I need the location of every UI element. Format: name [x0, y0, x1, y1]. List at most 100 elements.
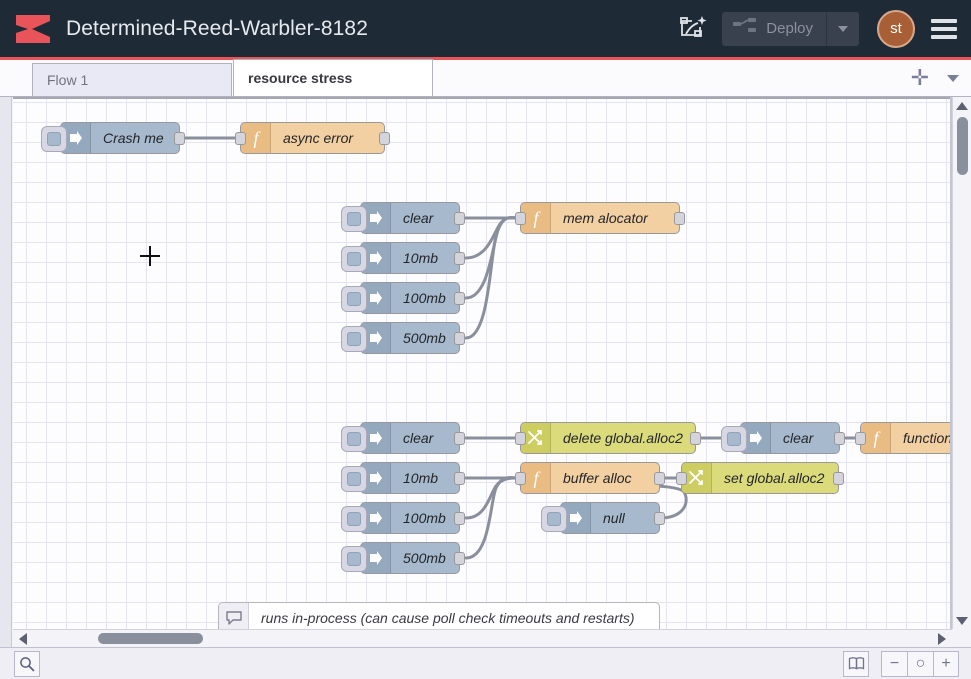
- node-n1[interactable]: Crash me: [60, 122, 180, 154]
- node-label: Crash me: [91, 130, 176, 146]
- inject-trigger-button[interactable]: [721, 426, 747, 452]
- node-output-port[interactable]: [454, 252, 465, 265]
- node-n7[interactable]: f mem alocator: [520, 202, 680, 234]
- horizontal-scrollbar[interactable]: [13, 629, 952, 647]
- inject-trigger-button[interactable]: [341, 326, 367, 352]
- node-red-logo-icon: [14, 12, 52, 46]
- node-input-port[interactable]: [235, 132, 246, 145]
- node-output-port[interactable]: [454, 292, 465, 305]
- tab-resource-stress[interactable]: resource stress: [233, 59, 433, 96]
- inject-trigger-button[interactable]: [41, 126, 67, 152]
- zoom-in-button[interactable]: +: [933, 651, 959, 677]
- node-label: async error: [271, 130, 365, 146]
- node-output-port[interactable]: [654, 512, 665, 525]
- inject-trigger-button[interactable]: [341, 206, 367, 232]
- node-output-port[interactable]: [454, 512, 465, 525]
- tab-actions: ✛: [911, 60, 971, 96]
- node-label: clear: [391, 430, 445, 446]
- tab-flow-1[interactable]: Flow 1: [32, 63, 232, 96]
- deploy-dropdown-toggle[interactable]: [827, 12, 859, 46]
- scroll-up-button[interactable]: [953, 97, 971, 114]
- node-label: 10mb: [391, 250, 450, 266]
- scroll-right-button[interactable]: [932, 633, 952, 645]
- node-input-port[interactable]: [515, 472, 526, 485]
- node-n8[interactable]: clear: [360, 422, 460, 454]
- header-actions: Deploy st: [670, 0, 971, 57]
- flow-diagram-sparkle-icon[interactable]: [670, 7, 716, 51]
- deploy-button[interactable]: Deploy: [722, 12, 859, 46]
- node-n17[interactable]: f function: [860, 422, 952, 454]
- vertical-scrollbar[interactable]: [952, 97, 971, 629]
- triangle-down-icon: [956, 617, 968, 625]
- inject-trigger-button[interactable]: [541, 506, 567, 532]
- inject-trigger-button[interactable]: [341, 426, 367, 452]
- chevron-down-icon: [838, 26, 848, 32]
- node-output-port[interactable]: [674, 212, 685, 225]
- node-input-port[interactable]: [676, 472, 687, 485]
- inject-trigger-button[interactable]: [341, 546, 367, 572]
- node-output-port[interactable]: [174, 132, 185, 145]
- node-output-port[interactable]: [379, 132, 390, 145]
- inject-trigger-button[interactable]: [341, 506, 367, 532]
- node-input-port[interactable]: [515, 212, 526, 225]
- node-output-port[interactable]: [454, 472, 465, 485]
- inject-trigger-button[interactable]: [341, 466, 367, 492]
- node-n10[interactable]: 100mb: [360, 502, 460, 534]
- node-n12[interactable]: delete global.alloc2: [520, 422, 696, 454]
- avatar[interactable]: st: [877, 10, 915, 48]
- zoom-reset-label: ○: [916, 656, 926, 672]
- deploy-button-main[interactable]: Deploy: [722, 12, 827, 46]
- plus-icon[interactable]: ✛: [911, 67, 929, 89]
- crosshair-cursor: [140, 246, 160, 266]
- node-n6[interactable]: 500mb: [360, 322, 460, 354]
- node-n9[interactable]: 10mb: [360, 462, 460, 494]
- scroll-left-button[interactable]: [13, 633, 33, 645]
- node-output-port[interactable]: [454, 332, 465, 345]
- zoom-out-label: −: [890, 656, 899, 672]
- scroll-down-button[interactable]: [953, 612, 971, 629]
- comment-node[interactable]: runs in-process (can cause poll check ti…: [218, 602, 660, 629]
- inject-trigger-button[interactable]: [341, 246, 367, 272]
- zoom-in-label: +: [941, 656, 950, 672]
- node-n14[interactable]: null: [560, 502, 660, 534]
- svg-text:f: f: [873, 428, 881, 448]
- node-label: delete global.alloc2: [551, 430, 695, 446]
- node-n2[interactable]: f async error: [240, 122, 385, 154]
- node-output-port[interactable]: [833, 472, 844, 485]
- zoom-reset-button[interactable]: ○: [907, 651, 933, 677]
- svg-text:f: f: [533, 208, 541, 228]
- search-magnifier-icon[interactable]: [14, 651, 40, 677]
- node-label: 500mb: [391, 330, 458, 346]
- horizontal-scroll-thumb[interactable]: [98, 633, 203, 644]
- node-n3[interactable]: clear: [360, 202, 460, 234]
- node-n16[interactable]: clear: [740, 422, 840, 454]
- inject-trigger-button[interactable]: [341, 286, 367, 312]
- node-label: set global.alloc2: [712, 470, 836, 486]
- node-output-port[interactable]: [834, 432, 845, 445]
- node-label: mem alocator: [551, 210, 660, 226]
- node-input-port[interactable]: [855, 432, 866, 445]
- node-output-port[interactable]: [454, 552, 465, 565]
- zoom-out-button[interactable]: −: [881, 651, 907, 677]
- node-output-port[interactable]: [690, 432, 701, 445]
- node-output-port[interactable]: [654, 472, 665, 485]
- svg-text:f: f: [253, 128, 261, 148]
- node-label: 10mb: [391, 470, 450, 486]
- node-n5[interactable]: 100mb: [360, 282, 460, 314]
- node-output-port[interactable]: [454, 432, 465, 445]
- tab-label: resource stress: [248, 70, 352, 86]
- node-n11[interactable]: 500mb: [360, 542, 460, 574]
- node-label: function: [891, 430, 952, 446]
- node-n4[interactable]: 10mb: [360, 242, 460, 274]
- book-navigator-icon[interactable]: [843, 651, 869, 677]
- app-header: Determined-Reed-Warbler-8182: [0, 0, 971, 60]
- chevron-down-icon[interactable]: [947, 75, 959, 82]
- workspace: Crash me f async error clear 10mb 100mb 500mb f…: [0, 97, 971, 647]
- node-output-port[interactable]: [454, 212, 465, 225]
- vertical-scroll-thumb[interactable]: [957, 117, 968, 175]
- node-input-port[interactable]: [515, 432, 526, 445]
- node-n15[interactable]: set global.alloc2: [681, 462, 839, 494]
- node-n13[interactable]: fbuffer alloc: [520, 462, 660, 494]
- hamburger-menu-icon[interactable]: [931, 19, 957, 39]
- flow-canvas[interactable]: Crash me f async error clear 10mb 100mb 500mb f…: [13, 97, 952, 629]
